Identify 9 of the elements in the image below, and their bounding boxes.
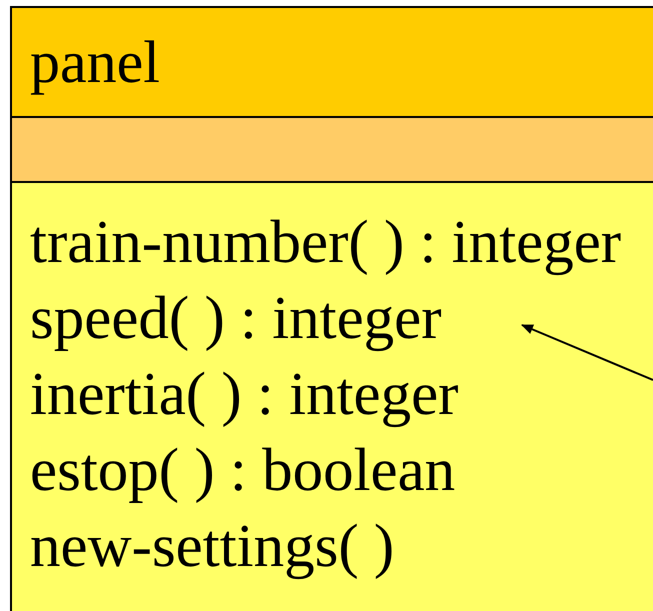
attributes-compartment xyxy=(12,118,653,183)
method-text: inertia( ) : integer xyxy=(30,360,458,430)
leader-arrow xyxy=(521,324,653,381)
method-text: estop( ) : boolean xyxy=(30,436,456,506)
method-text: new-settings( ) xyxy=(30,512,394,582)
class-box xyxy=(10,6,653,611)
method-text: speed( ) : integer xyxy=(30,284,442,354)
method-text: train-number( ) : integer xyxy=(30,208,622,278)
class-name: panel xyxy=(30,28,160,96)
